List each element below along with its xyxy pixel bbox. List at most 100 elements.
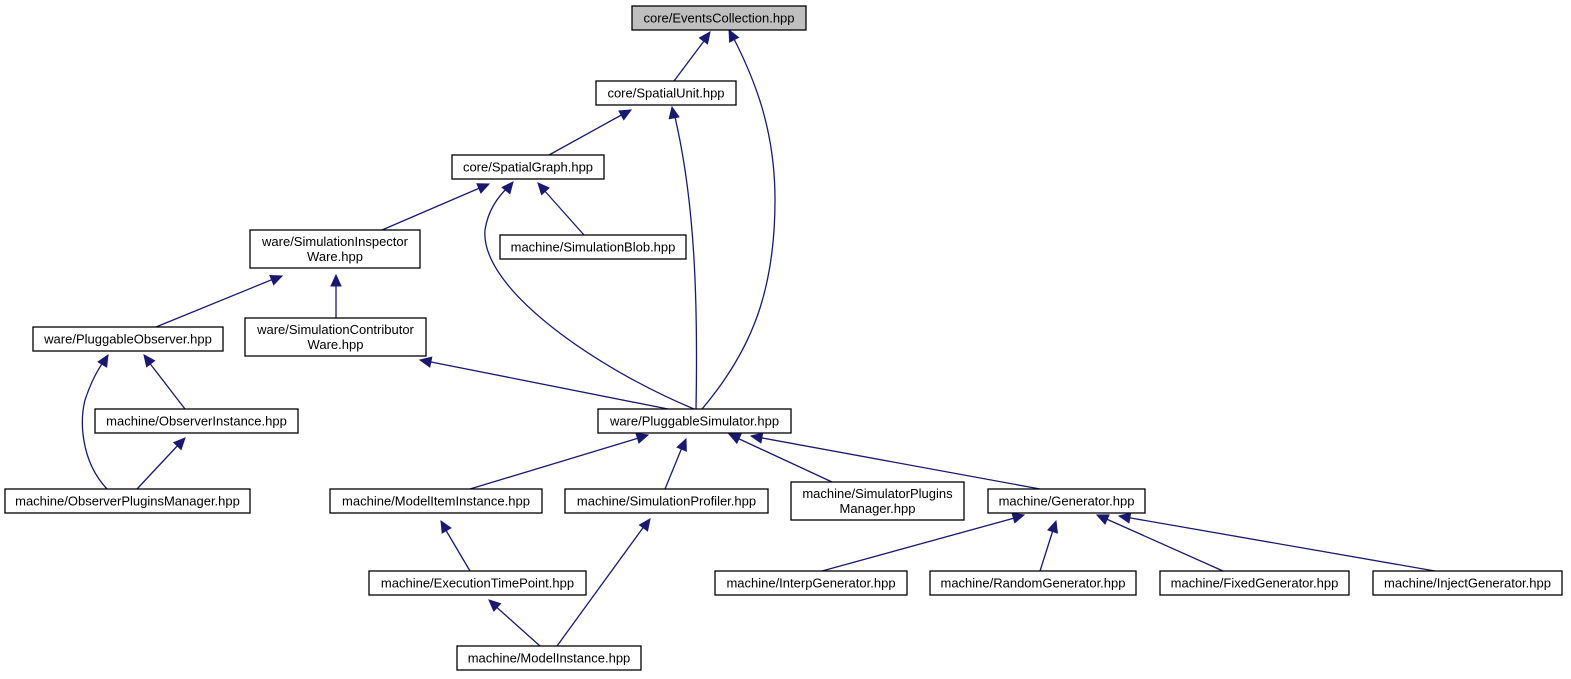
node-label: Ware.hpp [307,249,363,264]
node-machine-simulationblob-hpp[interactable]: machine/SimulationBlob.hpp [499,234,687,260]
edge-line [136,442,181,490]
edge-ware-pluggablesimulator-hpp-to-ware-simulationcontributorware-hpp [418,356,669,410]
edge-machine-modelinstance-hpp-to-machine-simulationprofiler-hpp [556,518,651,647]
node-machine-observerpluginsmanager-hpp[interactable]: machine/ObserverPluginsManager.hpp [4,488,251,514]
node-box [329,488,543,514]
node-ware-pluggablesimulator-hpp[interactable]: ware/PluggableSimulator.hpp [597,408,792,434]
node-label: core/EventsCollection.hpp [643,11,794,26]
node-core-spatialgraph-hpp[interactable]: core/SpatialGraph.hpp [451,154,605,180]
edge-machine-observerinstance-hpp-to-ware-pluggableobserver-hpp [143,354,186,410]
edge-line [484,186,695,410]
node-label: machine/ModelInstance.hpp [468,651,631,666]
node-box [4,488,251,514]
edge-core-spatialunit-hpp-to-core-eventscollection-hpp [673,31,711,82]
node-label: machine/SimulationProfiler.hpp [577,494,756,509]
arrow-head-icon [638,518,651,532]
node-box [94,408,299,434]
node-box [451,154,605,180]
node-label: core/SpatialUnit.hpp [607,86,724,101]
edge-machine-simulationblob-hpp-to-core-spatialgraph-hpp [537,182,585,236]
edge-machine-fixedgenerator-hpp-to-machine-generator-hpp [1095,514,1224,572]
node-machine-modelinstance-hpp[interactable]: machine/ModelInstance.hpp [456,645,642,671]
node-label: machine/ObserverInstance.hpp [106,414,287,429]
edge-line [673,112,698,410]
arrow-head-icon [749,432,764,444]
node-box [499,234,687,260]
edges-layer [81,28,1436,647]
node-machine-observerinstance-hpp[interactable]: machine/ObserverInstance.hpp [94,408,299,434]
edge-line [155,277,277,328]
node-label: machine/InjectGenerator.hpp [1384,576,1551,591]
arrow-head-icon [143,354,156,368]
edge-line [542,188,585,236]
node-label: Ware.hpp [308,337,364,352]
node-machine-generator-hpp[interactable]: machine/Generator.hpp [987,488,1146,514]
edge-line [1039,526,1055,572]
edge-line [381,186,483,231]
edge-line [756,436,1041,490]
edge-ware-pluggablesimulator-hpp-to-core-spatialunit-hpp [668,105,698,410]
edge-line [548,112,626,156]
node-box [249,229,421,269]
node-core-spatialunit-hpp[interactable]: core/SpatialUnit.hpp [595,80,737,106]
arrow-head-icon [440,519,452,534]
node-box [790,481,965,521]
edge-machine-executiontimepoint-hpp-to-machine-modeliteminstance-hpp [440,519,471,572]
node-box [564,488,769,514]
nodes-layer: core/EventsCollection.hpp core/SpatialUni… [4,5,1563,671]
node-box [368,570,587,596]
arrow-head-icon [727,433,742,445]
arrow-head-icon [676,437,687,452]
node-box [987,488,1146,514]
edge-ware-simulationcontributorware-hpp-to-ware-simulationinspectorware-hpp [330,273,342,318]
edge-line [556,524,646,647]
arrow-head-icon [698,31,711,45]
arrow-head-icon [418,356,433,368]
node-machine-simulationprofiler-hpp[interactable]: machine/SimulationProfiler.hpp [564,488,769,514]
node-label: ware/PluggableObserver.hpp [43,332,212,347]
arrow-head-icon [618,109,633,121]
node-box [1372,570,1563,596]
node-machine-modeliteminstance-hpp[interactable]: machine/ModelItemInstance.hpp [329,488,543,514]
node-label: machine/RandomGenerator.hpp [940,576,1125,591]
edge-line [664,444,684,490]
node-label: machine/ObserverPluginsManager.hpp [15,494,240,509]
node-machine-executiontimepoint-hpp[interactable]: machine/ExecutionTimePoint.hpp [368,570,587,596]
arrow-head-icon [1117,512,1132,524]
arrow-head-icon [1095,514,1110,525]
node-box [714,570,908,596]
edge-machine-injectgenerator-hpp-to-machine-generator-hpp [1117,512,1436,572]
node-core-eventscollection-hpp: core/EventsCollection.hpp [631,5,807,31]
node-label: ware/SimulationContributor [256,322,414,337]
node-machine-interpgenerator-hpp[interactable]: machine/InterpGenerator.hpp [714,570,908,596]
edge-line [1124,516,1436,572]
node-ware-pluggableobserver-hpp[interactable]: ware/PluggableObserver.hpp [32,326,224,352]
node-box [456,645,642,671]
node-box [1159,570,1350,596]
edge-ware-pluggablesimulator-hpp-to-core-eventscollection-hpp [701,28,776,410]
arrow-head-icon [635,432,650,444]
edge-core-spatialgraph-hpp-to-core-spatialunit-hpp [548,109,633,156]
arrow-head-icon [728,28,740,43]
node-label: Manager.hpp [840,501,916,516]
arrow-head-icon [172,437,186,451]
node-label: machine/InterpGenerator.hpp [726,576,895,591]
edge-line [147,360,186,410]
node-box [631,5,807,31]
edge-line [81,360,108,490]
arrow-head-icon [668,105,680,120]
edge-machine-simulationprofiler-hpp-to-ware-pluggablesimulator-hpp [664,437,687,490]
node-machine-randomgenerator-hpp[interactable]: machine/RandomGenerator.hpp [929,570,1137,596]
edge-ware-pluggablesimulator-hpp-to-core-spatialgraph-hpp [484,181,695,410]
node-machine-injectgenerator-hpp[interactable]: machine/InjectGenerator.hpp [1372,570,1563,596]
node-machine-fixedgenerator-hpp[interactable]: machine/FixedGenerator.hpp [1159,570,1350,596]
edge-machine-randomgenerator-hpp-to-machine-generator-hpp [1039,519,1058,572]
edge-machine-interpgenerator-hpp-to-machine-generator-hpp [821,512,1026,572]
arrow-head-icon [1011,512,1026,524]
node-label: machine/ExecutionTimePoint.hpp [381,576,574,591]
node-label: machine/FixedGenerator.hpp [1171,576,1339,591]
edge-machine-observerpluginsmanager-hpp-to-machine-observerinstance-hpp [136,437,186,490]
